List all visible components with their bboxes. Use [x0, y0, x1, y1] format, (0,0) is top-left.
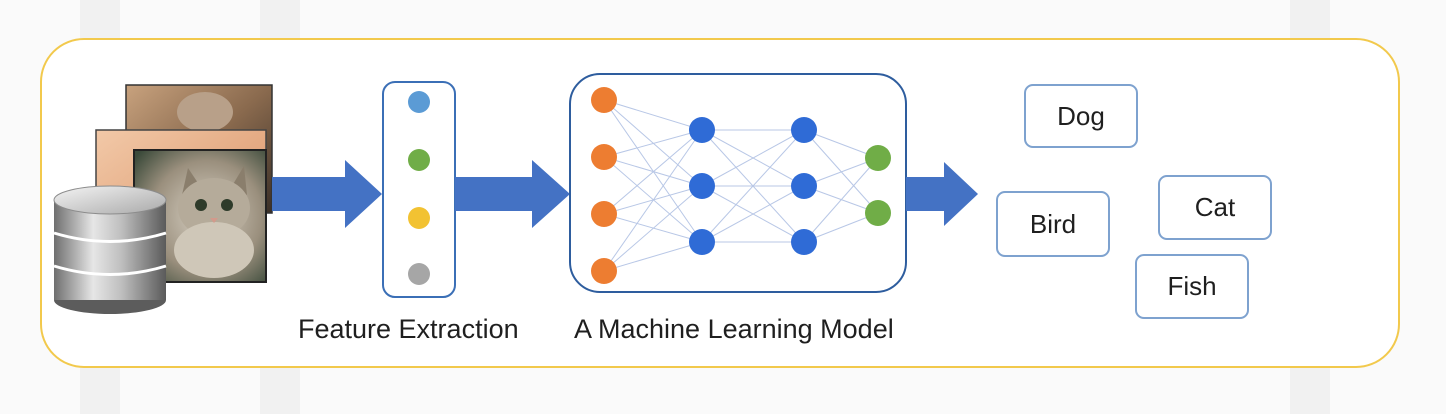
network-edge: [603, 99, 703, 131]
class-label-fish: Fish: [1135, 254, 1249, 319]
arrow-to-model: [455, 160, 570, 228]
hidden-node: [791, 117, 817, 143]
output-node: [865, 145, 891, 171]
network-edge: [603, 129, 703, 215]
network-edge: [803, 212, 879, 243]
arrow-to-classes: [906, 162, 978, 226]
class-label-dog: Dog: [1024, 84, 1138, 148]
feature-dots: [408, 91, 430, 285]
output-node: [865, 200, 891, 226]
feature-dot: [408, 149, 430, 171]
hidden-node: [689, 229, 715, 255]
hidden-node: [689, 173, 715, 199]
network-edge: [701, 129, 805, 187]
class-label-cat: Cat: [1158, 175, 1272, 240]
input-node: [591, 258, 617, 284]
network-edge: [701, 129, 805, 243]
cat-picture: [174, 166, 254, 278]
network-edge: [603, 129, 703, 272]
caption-feature-extraction: Feature Extraction: [298, 314, 519, 344]
network-edge: [803, 129, 879, 159]
hidden-node: [689, 117, 715, 143]
network-nodes: [591, 87, 891, 284]
network-edge: [701, 185, 805, 243]
arrow-to-features: [272, 160, 382, 228]
feature-dot: [408, 207, 430, 229]
network-edges: [603, 99, 879, 272]
hidden-node: [791, 229, 817, 255]
feature-dot: [408, 263, 430, 285]
hidden-node: [791, 173, 817, 199]
feature-dot: [408, 91, 430, 113]
photo-back-cat: [177, 92, 233, 132]
input-node: [591, 201, 617, 227]
input-node: [591, 87, 617, 113]
network-edge: [803, 157, 879, 187]
network-edge: [603, 185, 703, 272]
network-edge: [803, 157, 879, 243]
caption-ml-model: A Machine Learning Model: [574, 314, 894, 344]
database-icon: [53, 185, 167, 314]
input-node: [591, 144, 617, 170]
network-edge: [603, 129, 703, 158]
network-edge: [603, 241, 703, 272]
class-label-bird: Bird: [996, 191, 1110, 257]
